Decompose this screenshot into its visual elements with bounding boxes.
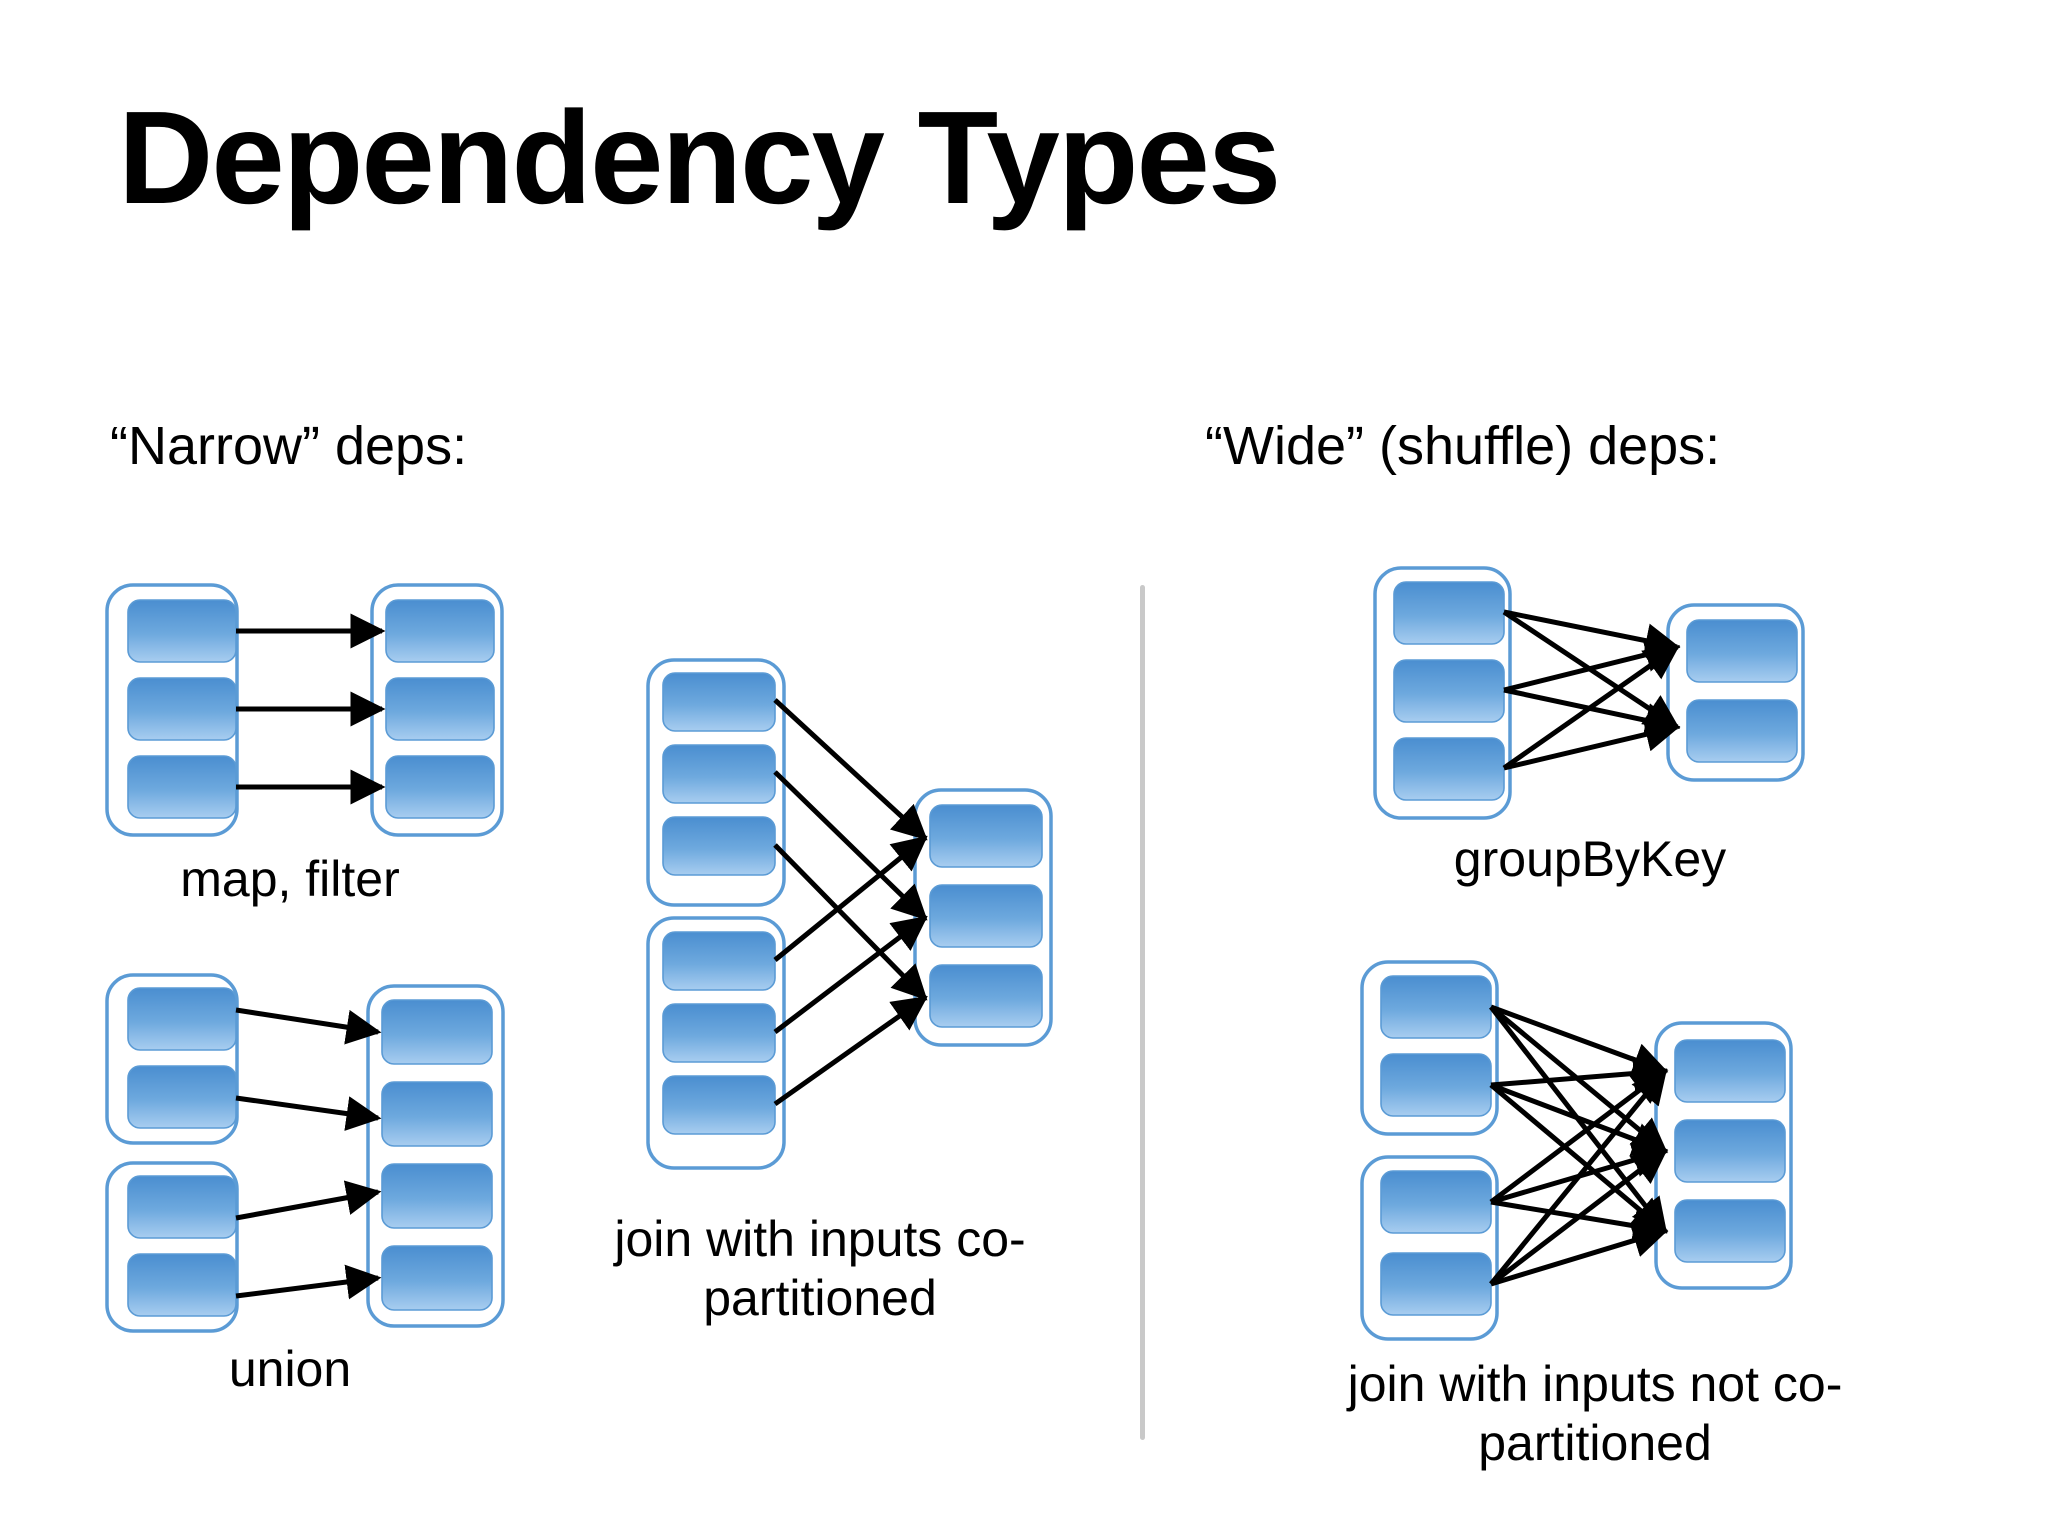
narrow-deps-heading: “Narrow” deps: (110, 416, 468, 476)
partition-box (1380, 975, 1492, 1039)
dependency-arrow (1489, 1068, 1668, 1204)
caption-union: union (228, 1341, 352, 1397)
partition-box (385, 755, 495, 819)
partition-box (127, 987, 237, 1051)
partition-box (1686, 699, 1798, 763)
dependency-arrow (235, 1007, 382, 1045)
partition-box (1674, 1039, 1786, 1103)
join-co-partitioned-diagram (646, 658, 1053, 1170)
dependency-arrow (1489, 1068, 1668, 1286)
partition-box (385, 599, 495, 663)
partition-box (662, 1075, 776, 1135)
partition-box (1380, 1252, 1492, 1316)
partition-box (127, 1175, 237, 1239)
dependency-arrow (1490, 1082, 1669, 1157)
partition-box (127, 599, 237, 663)
partition-box (1393, 659, 1505, 723)
dependency-arrow (773, 915, 928, 1034)
caption-group-by-key: groupByKey (1453, 831, 1727, 887)
dependency-arrow (1490, 1056, 1669, 1091)
partition-box (662, 1003, 776, 1063)
dependency-arrow (235, 1180, 382, 1221)
partition-box (662, 816, 776, 876)
partition-box (127, 677, 237, 741)
partition-box (929, 804, 1043, 868)
partition-box (1393, 581, 1505, 645)
dependency-arrow (773, 698, 928, 841)
dependency-arrow (773, 770, 928, 921)
partition-box (127, 755, 237, 819)
dependency-arrow (235, 1264, 382, 1300)
dependency-arrow (235, 1095, 382, 1131)
dependency-arrow (773, 995, 928, 1107)
partition-box (381, 999, 493, 1065)
dependency-arrow (1503, 717, 1681, 771)
dependency-arrow (773, 843, 928, 1001)
partition-box (1686, 619, 1798, 683)
caption-join-not-co-partitioned: join with inputs not co-partitioned (1347, 1356, 1843, 1471)
rdd-container-target (366, 984, 505, 1328)
dependency-arrow (773, 835, 928, 962)
partition-box (1674, 1119, 1786, 1183)
union-diagram (105, 973, 505, 1333)
join-not-co-partitioned-diagram (1360, 960, 1793, 1341)
partition-box (127, 1065, 237, 1129)
map-filter-diagram (105, 583, 504, 837)
partition-box (1380, 1170, 1492, 1234)
partition-box (929, 884, 1043, 948)
partition-box (127, 1253, 237, 1317)
partition-box (929, 964, 1043, 1028)
partition-box (662, 672, 776, 732)
partition-box (381, 1081, 493, 1147)
partition-box (385, 677, 495, 741)
partition-box (662, 744, 776, 804)
group-by-key-diagram (1373, 566, 1805, 820)
dependency-arrow (1489, 1148, 1668, 1286)
dependency-arrow (1503, 637, 1681, 693)
wide-deps-heading: “Wide” (shuffle) deps: (1205, 416, 1721, 476)
dependency-arrow (1502, 644, 1680, 771)
dependency-arrow (1490, 1223, 1669, 1287)
section-divider (1140, 585, 1145, 1440)
partition-box (381, 1163, 493, 1229)
partition-box (1380, 1053, 1492, 1117)
partition-box (1393, 737, 1505, 801)
partition-box (1674, 1199, 1786, 1263)
dependency-arrow (1489, 1083, 1668, 1234)
page-title: Dependency Types (118, 84, 1281, 231)
partition-box (662, 931, 776, 991)
partition-box (381, 1245, 493, 1311)
caption-join-co-partitioned: join with inputs co-partitioned (614, 1211, 1026, 1326)
caption-map-filter: map, filter (180, 851, 400, 907)
